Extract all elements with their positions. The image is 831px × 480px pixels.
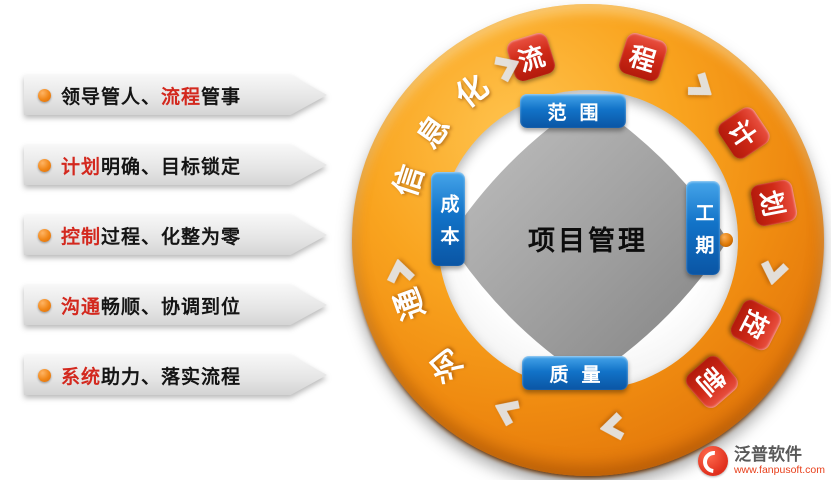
bullet-icon: [38, 298, 51, 312]
point-text: 计划明确、目标锁定: [61, 152, 241, 179]
bullet-icon: [38, 158, 51, 172]
ring-tile-hua: 划: [749, 178, 799, 228]
point-banner-wrap: 沟通畅顺、协调到位: [24, 285, 344, 325]
center-title: 项目管理: [528, 226, 648, 256]
text-segment: 管事: [201, 86, 242, 108]
fanpu-logo-icon: [697, 446, 730, 478]
rotation-chevron-icon: [687, 72, 712, 96]
rotation-chevron-icon: [760, 260, 789, 286]
point-text: 沟通畅顺、协调到位: [61, 292, 241, 319]
text-segment: 明确、目标锁定: [101, 156, 242, 178]
node-cost-label: 成本: [437, 193, 459, 258]
point-banner-5: 系统助力、落实流程: [24, 355, 327, 395]
point-banner-wrap: 控制过程、化整为零: [24, 215, 344, 255]
bullet-icon: [38, 368, 51, 382]
bullet-icon: [38, 228, 51, 242]
text-segment: 领导管人、: [61, 86, 162, 108]
key-points-panel: 领导管人、流程管事 计划明确、目标锁定 控制过程、化整为零 沟通畅顺、协调到位 …: [24, 75, 344, 425]
point-banner-wrap: 系统助力、落实流程: [24, 355, 344, 395]
brand-url: www.fanpusoft.com: [733, 464, 825, 476]
point-banner-1: 领导管人、流程管事: [24, 75, 327, 115]
node-quality: 质量: [522, 356, 628, 390]
point-banner-4: 沟通畅顺、协调到位: [24, 285, 327, 325]
bullet-icon: [38, 88, 51, 102]
rotation-chevron-icon: [494, 56, 520, 83]
point-banner-3: 控制过程、化整为零: [24, 215, 327, 255]
node-cost: 成本: [431, 172, 465, 266]
rotation-chevron-icon: [599, 412, 625, 441]
quad-path: [448, 100, 728, 380]
project-management-wheel: 项目管理 范围 成本 工期 质量 流 程 计 划 控 制 信 息 化 沟 通: [352, 4, 824, 478]
knob-right-icon: [719, 233, 733, 247]
point-text: 系统助力、落实流程: [61, 362, 241, 389]
text-segment: 畅顺、协调到位: [101, 296, 242, 318]
rotation-chevron-icon: [494, 400, 520, 427]
rotation-chevron-icon: [386, 258, 415, 284]
node-duration-label: 工期: [692, 202, 714, 267]
point-banner-2: 计划明确、目标锁定: [24, 145, 327, 185]
node-duration: 工期: [686, 181, 720, 275]
point-text: 控制过程、化整为零: [61, 222, 241, 249]
node-scope: 范围: [520, 94, 626, 128]
brand-name: 泛普软件: [733, 445, 802, 464]
point-text: 领导管人、流程管事: [61, 82, 241, 109]
brand-text: 泛普软件 www.fanpusoft.com: [733, 445, 825, 477]
logo-swoosh-icon: [698, 446, 730, 478]
node-scope-label: 范围: [547, 102, 612, 124]
text-highlight: 计划: [61, 156, 102, 178]
text-highlight: 控制: [61, 226, 102, 248]
point-banner-wrap: 计划明确、目标锁定: [24, 145, 344, 185]
text-highlight: 沟通: [61, 296, 102, 318]
text-highlight: 系统: [61, 366, 102, 388]
text-segment: 过程、化整为零: [101, 226, 242, 248]
point-banner-wrap: 领导管人、流程管事: [24, 75, 344, 115]
text-highlight: 流程: [161, 86, 202, 108]
text-segment: 助力、落实流程: [101, 366, 242, 388]
node-quality-label: 质量: [549, 364, 614, 386]
brand-logo: 泛普软件 www.fanpusoft.com: [697, 445, 825, 478]
